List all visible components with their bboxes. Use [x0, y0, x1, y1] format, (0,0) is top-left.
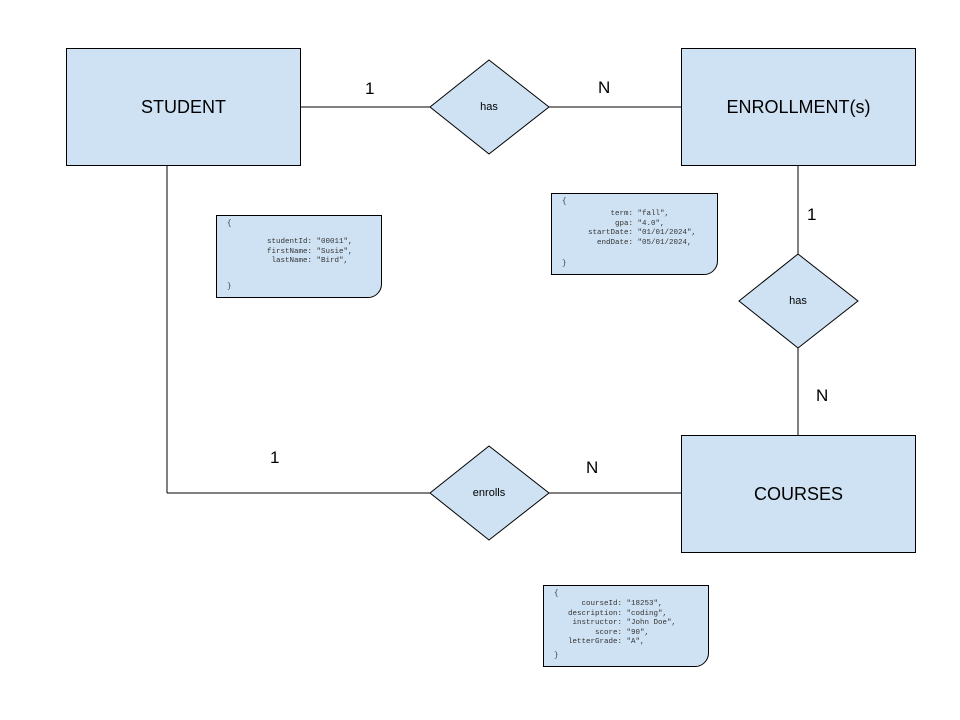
attribute-value: "fall",: [637, 210, 670, 218]
attribute-key: term:: [610, 210, 633, 218]
attribute-key: description:: [567, 609, 622, 618]
cardinality-label: N: [816, 386, 829, 405]
relationship-has-courses-label: has: [789, 295, 807, 307]
attribute-key: letterGrade:: [567, 638, 622, 647]
attribute-value: "01/01/2024",: [637, 229, 697, 238]
attribute-value: "4.0",: [637, 219, 665, 228]
relationship-has-courses-diamond: [738, 253, 859, 349]
card-close-brace: }: [227, 283, 232, 292]
attribute-value: "John Doe",: [626, 619, 677, 628]
attribute-value: "Bird",: [316, 257, 349, 266]
attribute-row: courseId: "18253",: [544, 600, 708, 610]
student-attributes-card: { studentId: "00011",firstName: "Susie",…: [216, 215, 382, 298]
entity-courses[interactable]: COURSES: [681, 435, 916, 553]
cardinality-label: 1: [270, 448, 280, 467]
cardinality-label: 1: [365, 79, 375, 98]
attribute-key: score:: [594, 628, 622, 637]
attribute-value: "A",: [626, 638, 645, 647]
relationship-enrolls-label: enrolls: [472, 487, 506, 499]
entity-student[interactable]: STUDENT: [66, 48, 301, 166]
attribute-row: score: "90",: [544, 629, 708, 639]
relationship-has-label: has: [480, 101, 498, 113]
card-open-brace: {: [227, 220, 232, 228]
relationship-has-diamond: [429, 59, 550, 155]
attribute-row: startDate: "01/01/2024",: [552, 229, 717, 239]
attribute-value: "coding",: [626, 609, 668, 618]
attribute-key: startDate:: [587, 229, 633, 238]
attribute-key: gpa:: [614, 219, 633, 228]
attribute-value: "90",: [626, 628, 650, 637]
attribute-key: endDate:: [596, 238, 633, 247]
attribute-key: studentId:: [266, 238, 312, 246]
entity-enrollment[interactable]: ENROLLMENT(s): [681, 48, 916, 166]
enrollment-attributes-card: { term: "fall",gpa: "4.0",startDate: "01…: [551, 193, 718, 275]
card-open-brace: {: [562, 198, 567, 206]
courses-attributes-card: { courseId: "18253",description: "coding…: [543, 585, 709, 667]
card-close-brace: }: [554, 652, 559, 661]
attribute-row: letterGrade: "A",: [544, 638, 708, 648]
attribute-row: instructor: "John Doe",: [544, 619, 708, 629]
card-close-brace: }: [562, 260, 567, 269]
relationship-enrolls-diamond: [429, 445, 550, 541]
attribute-row: endDate: "05/01/2024,: [552, 239, 717, 249]
attribute-row: gpa: "4.0",: [552, 220, 717, 230]
card-open-brace: {: [554, 590, 559, 598]
attribute-value: "18253",: [626, 600, 663, 608]
cardinality-label: N: [586, 458, 599, 477]
attribute-key: courseId:: [581, 600, 622, 608]
attribute-row: studentId: "00011",: [217, 238, 381, 248]
attribute-row: term: "fall",: [552, 210, 717, 220]
cardinality-label: 1: [807, 205, 817, 224]
attribute-key: lastName:: [271, 257, 312, 266]
attribute-row: firstName: "Susie",: [217, 248, 381, 258]
attribute-row: description: "coding",: [544, 610, 708, 620]
attribute-value: "05/01/2024,: [637, 238, 692, 247]
cardinality-label: N: [598, 78, 611, 97]
attribute-row: lastName: "Bird",: [217, 257, 381, 267]
attribute-value: "Susie",: [316, 247, 353, 256]
attribute-value: "00011",: [316, 238, 353, 246]
attribute-key: instructor:: [572, 619, 622, 628]
attribute-key: firstName:: [266, 247, 312, 256]
